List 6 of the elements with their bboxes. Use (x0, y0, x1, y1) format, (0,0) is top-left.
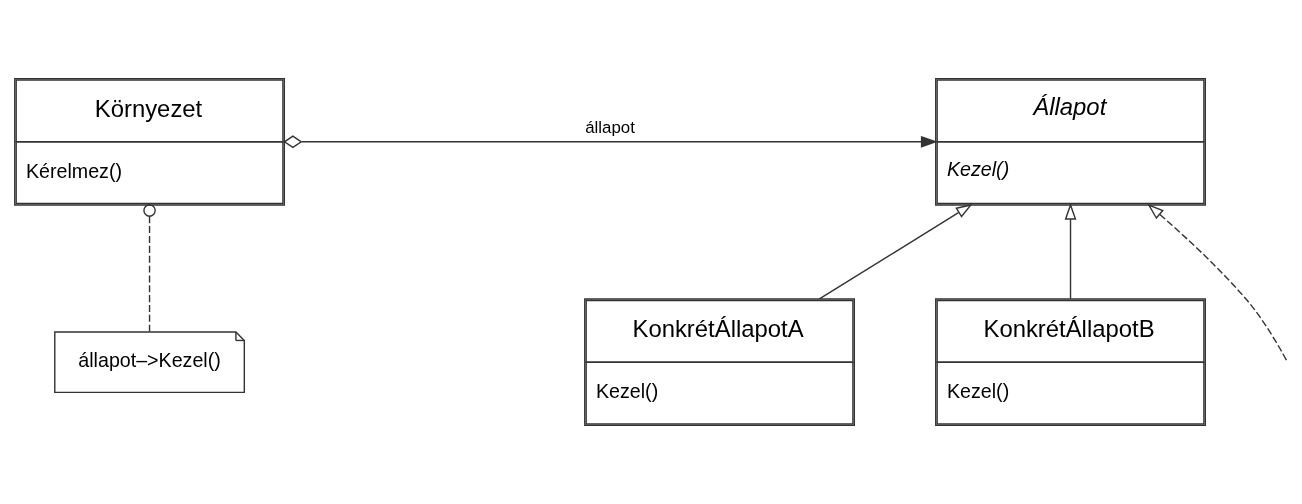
edge-label: állapot (585, 117, 635, 137)
arrow (1147, 203, 1288, 362)
arrow (283, 135, 938, 149)
arrow (1064, 202, 1077, 300)
connector (143, 204, 156, 333)
arrow (818, 203, 973, 300)
